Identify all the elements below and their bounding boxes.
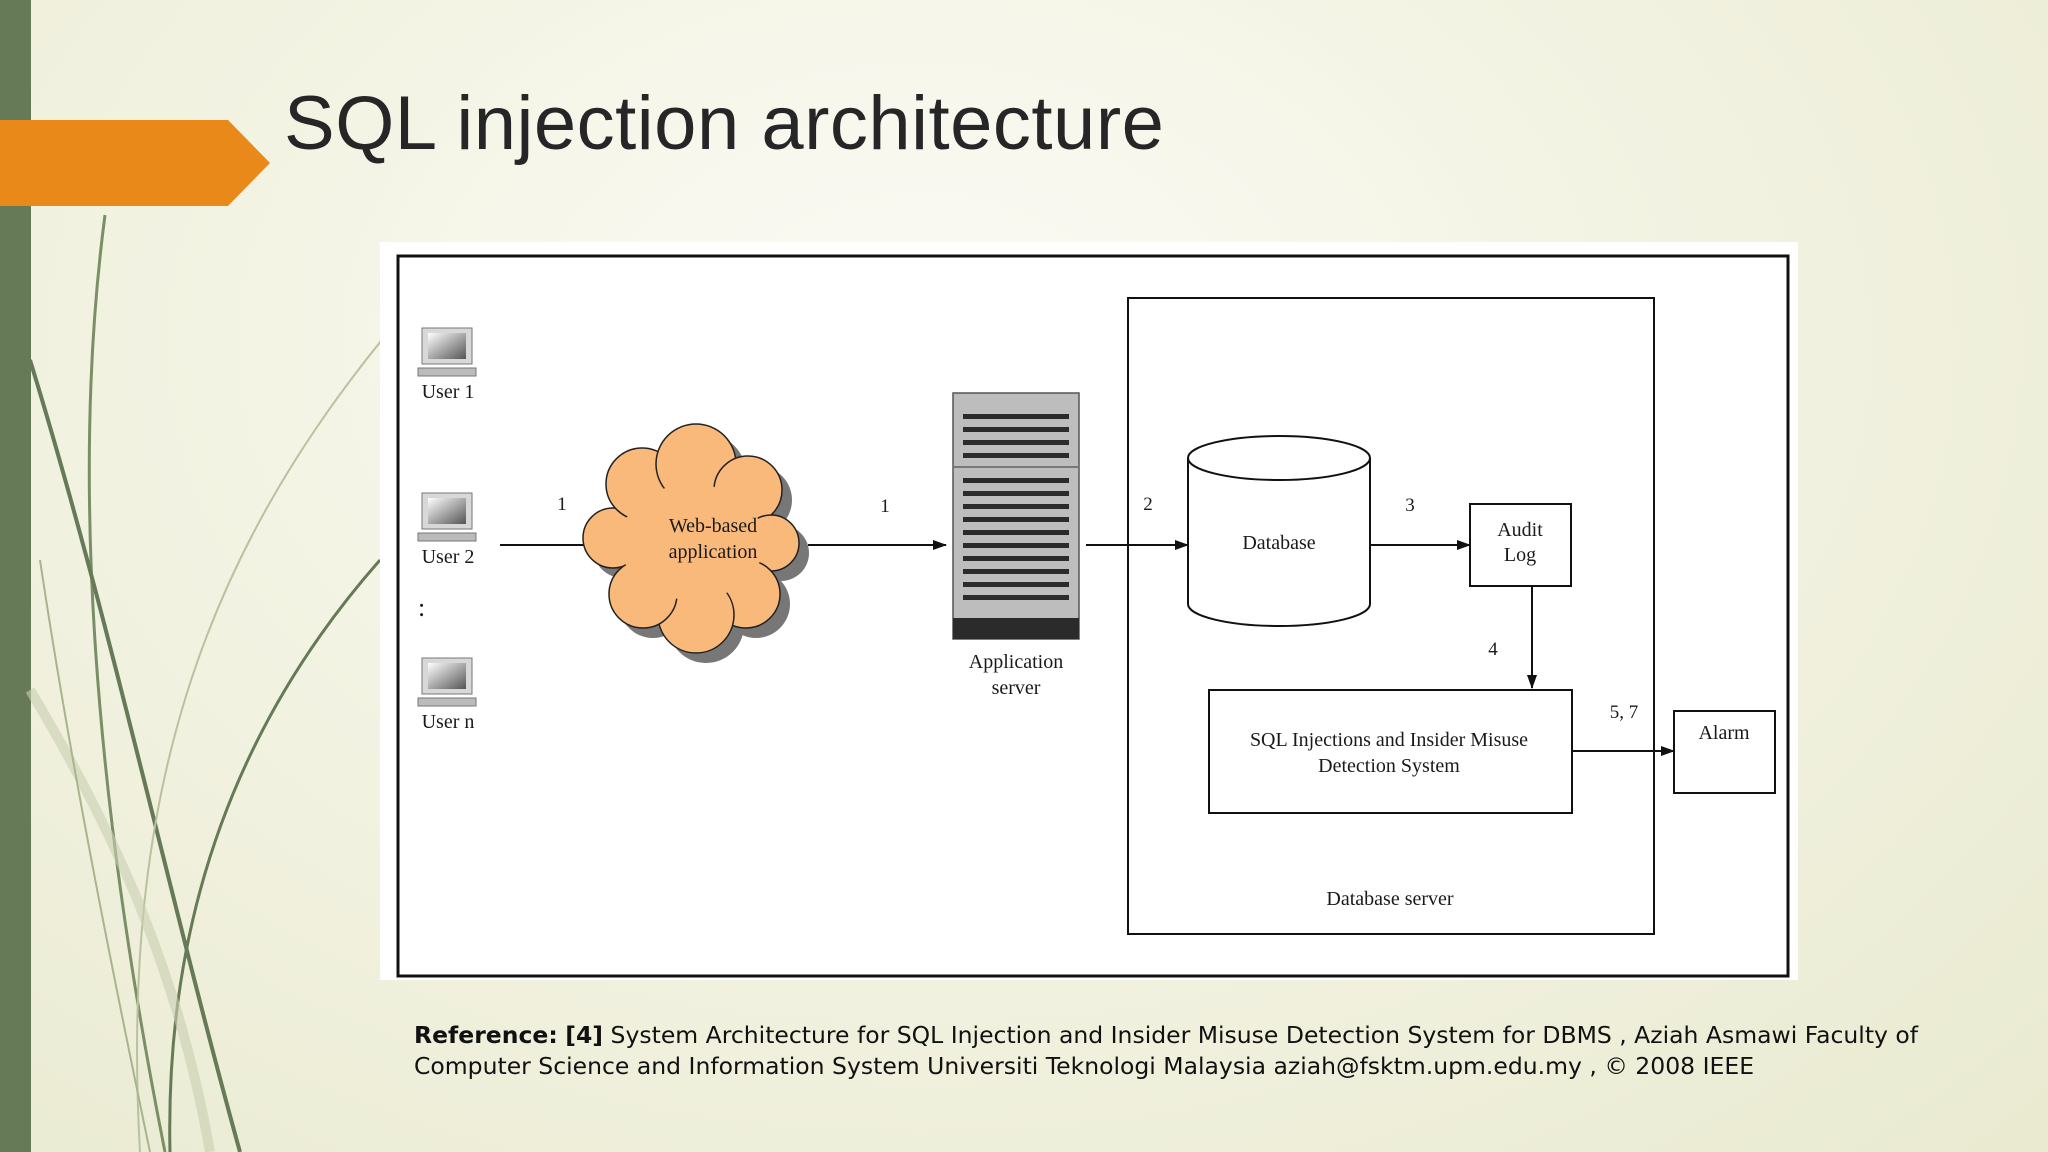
architecture-diagram: User 1 User 2 : User n 1 <box>380 242 1798 980</box>
reference-text: System Architecture for SQL Injection an… <box>414 1021 1919 1080</box>
decorative-leaf-lines <box>25 214 391 1152</box>
user-2-label: User 2 <box>422 546 475 568</box>
user-n-label: User n <box>422 711 475 733</box>
step-3-label: 3 <box>1405 495 1415 516</box>
user-2-computer-icon <box>417 492 477 542</box>
app-server-label-line1: Application <box>969 651 1063 673</box>
reference-label: Reference: <box>414 1021 558 1049</box>
database-server-label: Database server <box>1326 888 1453 910</box>
title-accent-arrow <box>0 120 270 206</box>
step-2-label: 2 <box>1143 494 1153 515</box>
step-1-label: 1 <box>557 494 567 515</box>
slide-title: SQL injection architecture <box>284 81 1165 166</box>
database-server-box <box>1127 297 1655 935</box>
alarm-label: Alarm <box>1698 722 1750 744</box>
users-ellipsis: : <box>418 593 425 622</box>
detection-system-label-line1: SQL Injections and Insider Misuse <box>1250 729 1528 751</box>
detection-system-box <box>1208 689 1573 814</box>
user-1-label: User 1 <box>422 381 475 403</box>
web-app-label-line2: application <box>669 541 758 563</box>
diagram-border <box>396 254 1790 978</box>
reference-citation: Reference: [4] System Architecture for S… <box>414 1020 2014 1082</box>
user-1-computer-icon <box>417 327 477 377</box>
step-1b-label: 1 <box>880 496 890 517</box>
app-server-label-line2: server <box>992 677 1041 699</box>
user-n-computer-icon <box>417 657 477 707</box>
reference-number: [4] <box>565 1021 604 1049</box>
audit-log-label-line1: Audit <box>1497 519 1543 541</box>
step-5-7-label: 5, 7 <box>1610 702 1639 723</box>
audit-log-label-line2: Log <box>1504 544 1536 566</box>
web-app-cloud-icon <box>582 423 809 663</box>
detection-system-label-line2: Detection System <box>1318 755 1460 777</box>
alarm-box <box>1673 710 1776 794</box>
audit-log-box <box>1469 503 1572 587</box>
web-app-label-line1: Web-based <box>669 515 757 537</box>
step-4-label: 4 <box>1488 639 1498 660</box>
database-label: Database <box>1242 532 1315 554</box>
application-server-icon <box>952 392 1080 640</box>
database-cylinder-icon <box>1187 435 1371 627</box>
